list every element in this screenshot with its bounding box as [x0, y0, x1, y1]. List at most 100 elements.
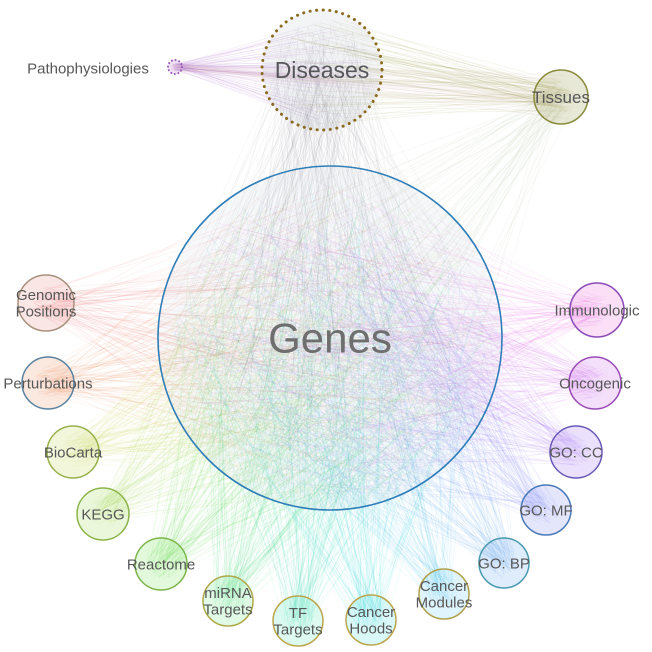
edge-line: [70, 460, 313, 489]
edge-line: [228, 249, 583, 442]
node-kegg[interactable]: [76, 487, 130, 541]
edge-line: [207, 234, 501, 557]
edge-line: [435, 371, 547, 498]
edge-line: [252, 446, 513, 552]
node-perturbations[interactable]: [21, 356, 75, 410]
edge-line: [293, 42, 356, 395]
edge-line: [289, 263, 420, 634]
node-reactome[interactable]: [134, 537, 188, 591]
node-oncogenic[interactable]: [568, 356, 622, 410]
edge-line: [177, 312, 585, 346]
edge-line: [291, 84, 349, 210]
node-cancer-modules[interactable]: [418, 568, 470, 620]
edge-line: [242, 430, 358, 626]
edge-line: [219, 482, 325, 611]
edge-line: [331, 345, 585, 441]
edge-line: [38, 374, 389, 478]
edge-line: [293, 381, 369, 617]
node-pathophysiologies[interactable]: [167, 59, 183, 75]
edge-line: [241, 313, 296, 607]
edge-line: [56, 378, 284, 414]
node-genomic-positions[interactable]: [17, 274, 75, 332]
edge-line: [336, 65, 556, 99]
edge-line: [189, 98, 326, 307]
edge-line: [192, 88, 563, 320]
edge-line: [429, 321, 588, 463]
edge-line: [194, 378, 451, 600]
edge-line: [331, 101, 561, 124]
node-tf-targets[interactable]: [272, 595, 324, 647]
edge-line: [369, 358, 395, 616]
edge-line: [301, 104, 569, 112]
node-diseases[interactable]: [260, 8, 384, 132]
edge-line: [348, 224, 443, 589]
edge-line: [214, 286, 232, 594]
edge-line: [323, 47, 555, 85]
edge-line: [161, 294, 409, 555]
edge-line: [44, 286, 313, 397]
edge-line: [264, 460, 300, 628]
edge-line: [32, 300, 455, 429]
edge-line: [274, 217, 603, 320]
edge-line: [67, 441, 227, 455]
node-tissues[interactable]: [533, 69, 589, 125]
edge-line: [44, 327, 426, 395]
edge-line: [346, 40, 385, 457]
node-immunologic[interactable]: [569, 282, 625, 338]
edge-line: [344, 187, 437, 599]
edge-line: [296, 82, 347, 382]
edge-line: [448, 272, 452, 600]
edge-line: [236, 334, 545, 501]
edge-line: [151, 325, 181, 557]
node-biocarta[interactable]: [46, 425, 100, 479]
edge-line: [37, 295, 185, 357]
edge-line: [352, 282, 588, 372]
edge-line: [306, 26, 455, 371]
edge-line: [173, 457, 340, 569]
edge-line: [259, 386, 588, 447]
edge-line: [204, 89, 295, 317]
edge-line: [173, 322, 361, 571]
node-go-cc[interactable]: [549, 425, 603, 479]
node-go-mf[interactable]: [520, 484, 572, 536]
edge-line: [331, 303, 585, 488]
edge-line: [354, 44, 430, 276]
edge-line: [328, 416, 564, 451]
edge-line: [311, 418, 317, 619]
edge-line: [285, 482, 540, 503]
edge-line: [320, 62, 401, 452]
edge-line: [308, 71, 561, 107]
edge-line: [223, 261, 597, 370]
node-genes[interactable]: [157, 165, 503, 511]
edge-line: [295, 43, 467, 378]
node-mirna-targets[interactable]: [202, 575, 254, 627]
edge-line: [99, 228, 236, 516]
edge-line: [112, 264, 320, 526]
label-go-bp: GO: BP: [478, 555, 530, 572]
node-go-bp[interactable]: [478, 537, 530, 589]
edge-line: [327, 360, 550, 512]
edge-line: [166, 475, 383, 566]
edge-line: [470, 309, 584, 319]
edge-line: [92, 182, 337, 518]
edge-line: [321, 81, 370, 278]
edge-line: [171, 48, 315, 70]
edge-line: [36, 317, 366, 378]
edge-line: [177, 65, 565, 102]
edge-line: [331, 66, 353, 326]
edge-line: [263, 234, 589, 376]
edge-line: [52, 297, 229, 397]
edge-line: [206, 262, 590, 298]
edge-line: [313, 67, 342, 497]
edge-line: [365, 96, 567, 429]
edge-line: [331, 200, 501, 553]
edge-line: [371, 58, 570, 95]
edge-line: [178, 66, 280, 90]
edge-line: [314, 456, 511, 570]
edge-line: [320, 211, 542, 509]
edge-line: [175, 24, 301, 327]
edge-line: [373, 436, 577, 466]
node-cancer-hoods[interactable]: [345, 594, 397, 646]
edge-line: [62, 378, 374, 477]
